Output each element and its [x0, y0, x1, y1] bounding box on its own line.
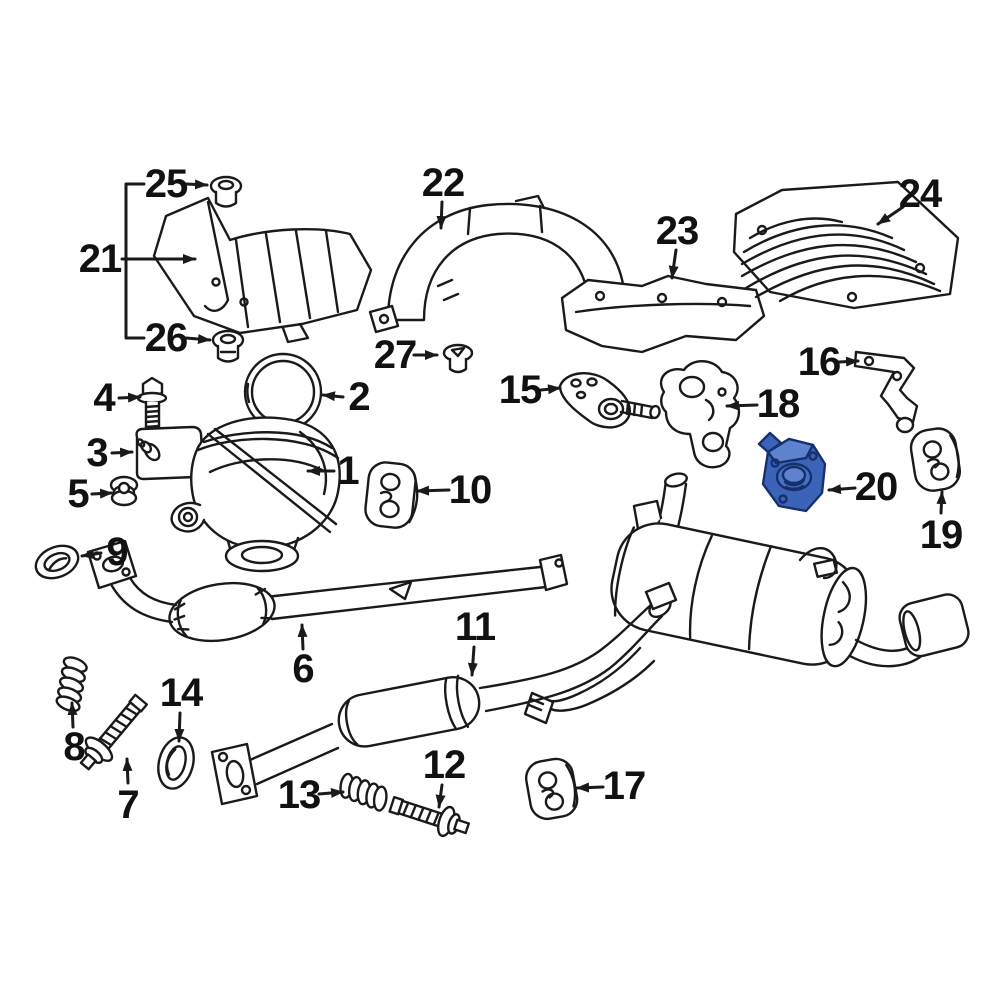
rubber-mount-18: [659, 360, 741, 469]
callout-4[interactable]: 4: [93, 376, 115, 420]
gasket-oval-9: [34, 544, 80, 580]
rubber-hanger-17: [524, 757, 579, 821]
callout-23[interactable]: 23: [655, 209, 699, 253]
clip-grommet-25: [209, 175, 243, 208]
callout-16[interactable]: 16: [797, 340, 841, 384]
leader-arrow-6: [297, 623, 308, 651]
callout-2[interactable]: 2: [348, 375, 370, 419]
leader-lines: [67, 179, 947, 809]
callout-21[interactable]: 21: [78, 237, 122, 281]
leader-arrow-13: [317, 788, 345, 798]
muffler-bracket-16: [853, 350, 919, 434]
bolt-12: [388, 795, 470, 838]
highlighted-part-pipe-support-bracket[interactable]: [757, 431, 827, 513]
leader-arrow-20: [827, 484, 857, 495]
bolt-7: [79, 693, 149, 771]
leader-arrow-12: [435, 783, 446, 809]
leader-arrow-9: [80, 549, 103, 560]
callout-22[interactable]: 22: [421, 161, 465, 205]
bracket-line-21-25-26: [124, 182, 146, 340]
callout-3[interactable]: 3: [86, 431, 108, 475]
callout-1[interactable]: 1: [337, 449, 359, 493]
leader-arrow-3: [110, 447, 134, 458]
callout-24[interactable]: 24: [898, 172, 942, 216]
leader-arrow-17: [575, 782, 605, 793]
callout-27[interactable]: 27: [373, 333, 417, 377]
leader-arrow-14: [174, 711, 185, 743]
leader-arrow-11: [467, 645, 478, 677]
heat-shield-tank: [732, 180, 960, 310]
callout-18[interactable]: 18: [756, 382, 800, 426]
callout-13[interactable]: 13: [277, 773, 321, 817]
callout-14[interactable]: 14: [159, 671, 203, 715]
hanger-bracket-15: [558, 372, 661, 429]
muffler-assembly: [523, 472, 970, 725]
leader-arrow-25: [184, 179, 209, 190]
heat-shield-rear-no3: [560, 274, 766, 354]
center-exhaust-pipe: [210, 581, 678, 806]
callout-25[interactable]: 25: [144, 162, 188, 206]
rubber-hanger-10: [364, 461, 419, 529]
callout-6[interactable]: 6: [292, 647, 314, 691]
leader-arrow-5: [90, 488, 114, 499]
callout-26[interactable]: 26: [144, 316, 188, 360]
bolt-4: [136, 376, 168, 434]
callout-10[interactable]: 10: [448, 468, 492, 512]
callout-17[interactable]: 17: [602, 764, 646, 808]
leader-arrow-19: [936, 490, 947, 515]
clip-grommet-27: [442, 343, 474, 374]
callout-15[interactable]: 15: [498, 368, 542, 412]
leader-arrow-7: [122, 757, 133, 785]
callout-20[interactable]: 20: [854, 465, 898, 509]
callout-12[interactable]: 12: [422, 743, 466, 787]
callout-7[interactable]: 7: [117, 783, 139, 827]
leader-arrow-22: [436, 200, 447, 230]
rubber-hanger-19: [909, 427, 962, 492]
leader-arrow-16: [837, 356, 860, 367]
leader-arrow-26: [184, 334, 212, 344]
leader-arrow-4: [117, 392, 142, 403]
leader-arrow-15: [539, 384, 562, 395]
callout-5[interactable]: 5: [67, 472, 89, 516]
callout-9[interactable]: 9: [106, 530, 128, 574]
spring-13: [339, 772, 388, 812]
front-exhaust-pipe: [86, 539, 569, 643]
leader-arrow-24: [876, 205, 905, 226]
catalytic-converter: [170, 416, 341, 573]
leader-arrow-2: [321, 391, 345, 402]
heat-shield-front: [152, 196, 373, 344]
grommet-5: [109, 475, 139, 507]
clip-grommet-26: [211, 329, 245, 363]
callout-8[interactable]: 8: [63, 725, 85, 769]
callout-19[interactable]: 19: [919, 513, 963, 557]
leader-arrow-23: [668, 248, 679, 280]
leader-arrow-18: [725, 400, 759, 411]
gasket-14: [157, 736, 195, 790]
leader-arrow-10: [415, 485, 451, 496]
callout-11[interactable]: 11: [454, 605, 496, 649]
leader-arrow-8: [67, 701, 78, 729]
